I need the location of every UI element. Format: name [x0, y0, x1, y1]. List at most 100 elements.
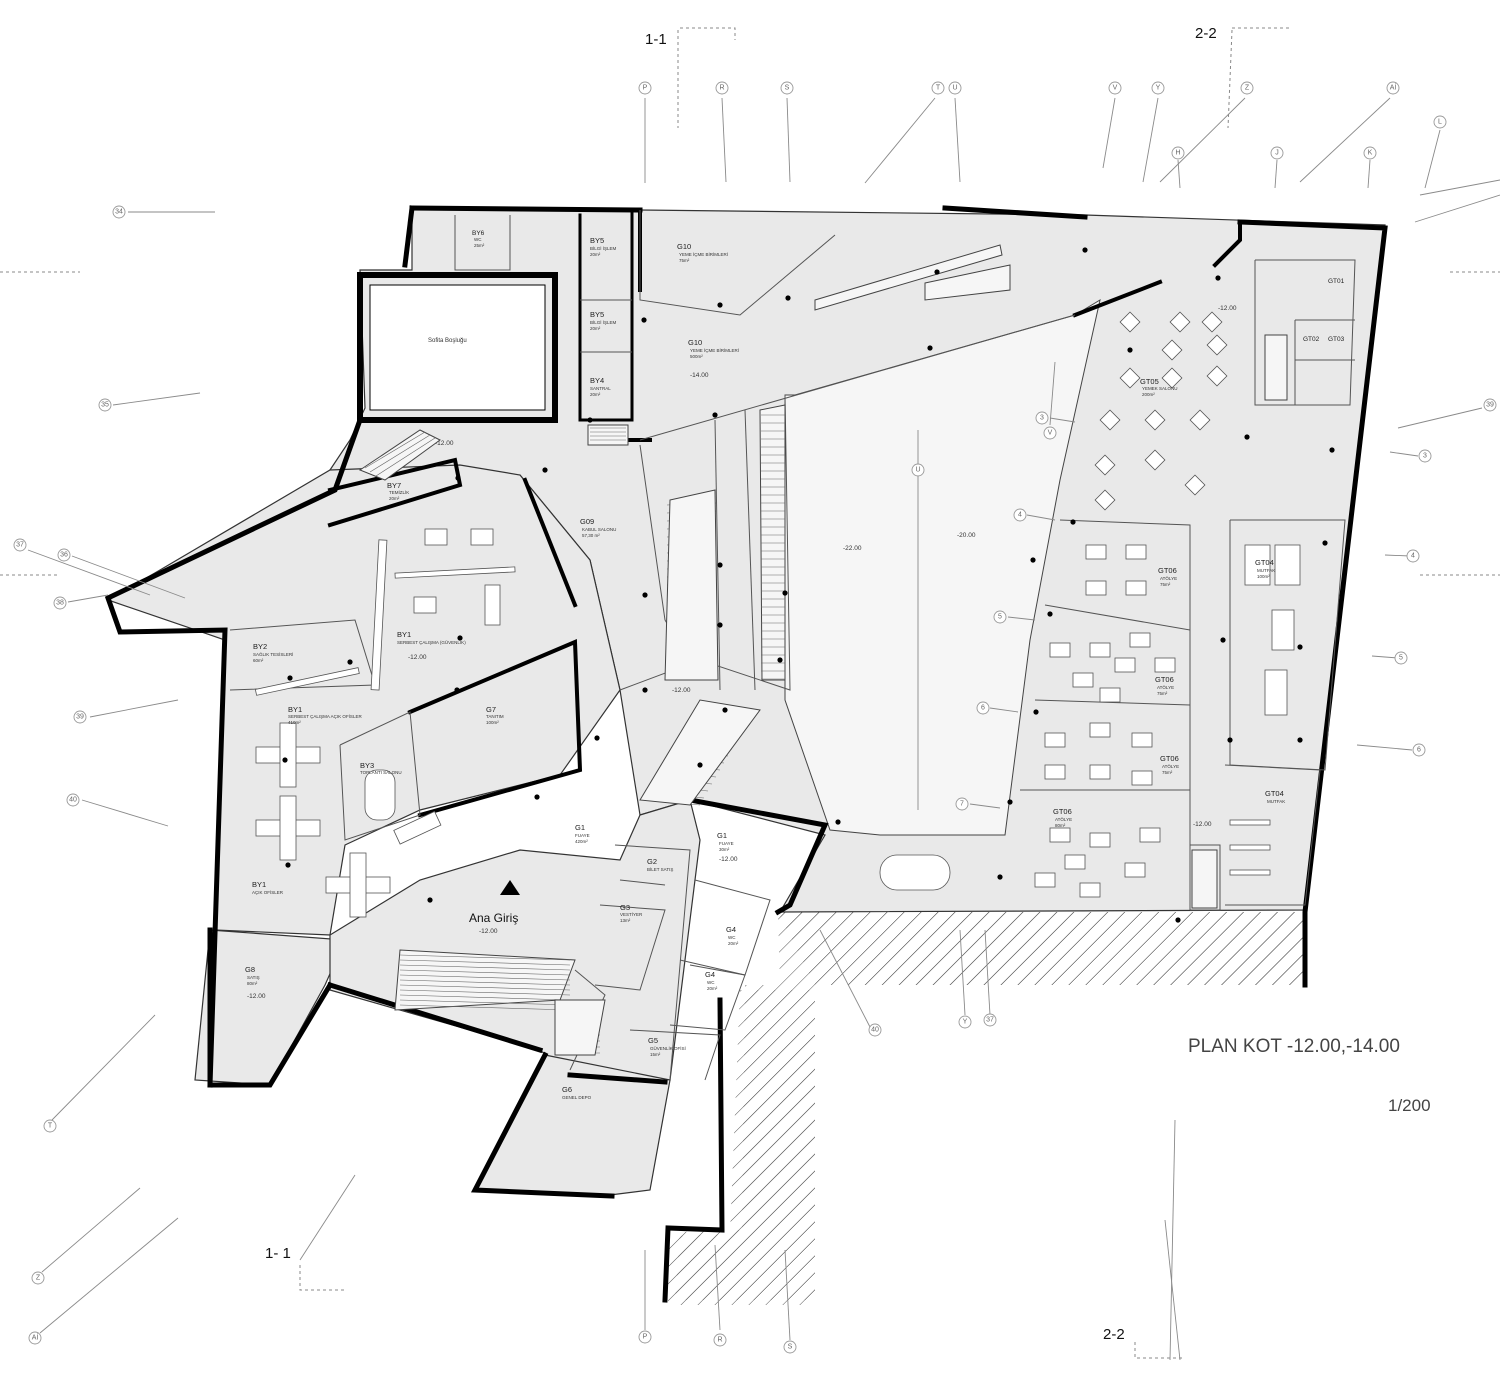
grid-label-text: S: [788, 1344, 793, 1351]
grid-label-text: 37: [986, 1017, 994, 1024]
level-annotations: -14.00 -12.00 -12.00 -12.00 -12.00 -12.0…: [247, 305, 1237, 1000]
column-dot: [1329, 447, 1335, 453]
atelier-table: [1085, 544, 1107, 560]
grid-label-p-bot: P: [638, 1330, 652, 1344]
room-gt06a-sub: ATÖLYE: [1160, 575, 1177, 581]
column-dot: [997, 874, 1003, 880]
room-g4b-area: 20m²: [707, 986, 718, 991]
column-dot: [1070, 519, 1076, 525]
grid-label-y-top: Y: [1151, 81, 1165, 95]
grid-label-text: T: [48, 1123, 53, 1130]
atelier-table: [1089, 722, 1111, 738]
section-1-1-top: 1-1: [645, 31, 667, 48]
grid-label-s-top: S: [780, 81, 794, 95]
grid-label-text: H: [1175, 150, 1180, 157]
grid-label-u-top: U: [948, 81, 962, 95]
room-gt04b-name: GT04: [1265, 789, 1284, 798]
grid-label-vi: V: [1043, 426, 1057, 440]
grid-label-text: S: [785, 85, 790, 92]
room-g6-sub: GENEL DEPO: [562, 1095, 592, 1100]
room-g10b-sub: YEME İÇME BİRİMLERİ: [690, 347, 739, 353]
grid-label-text: K: [1368, 150, 1373, 157]
desk-cluster: [279, 722, 297, 788]
room-by5a-sub: BİLGİ İŞLEM: [590, 245, 617, 251]
column-dot: [641, 317, 647, 323]
entrance-arrow-icon: [500, 880, 520, 895]
room-by3-sub: TOPLANTI SALONU: [360, 770, 402, 775]
room-g10a-sub: YEME İÇME BİRİMLERİ: [679, 251, 728, 257]
grid-label-yb: Y: [958, 1015, 972, 1029]
column-dot: [1297, 737, 1303, 743]
room-gt05-sub: YEMEK SALONU: [1142, 386, 1178, 391]
atelier-table: [1072, 672, 1094, 688]
plan-scale: 1/200: [1388, 1096, 1431, 1115]
atelier-table: [1114, 657, 1136, 673]
atelier-table: [1049, 642, 1071, 658]
column-dot: [934, 269, 940, 275]
room-by7-name: BY7: [387, 481, 401, 490]
room-g1b-name: G1: [717, 831, 727, 840]
grid-label-n6r: 6: [1412, 743, 1426, 757]
atelier-table: [1125, 544, 1147, 560]
grid-label-n6i: 6: [976, 701, 990, 715]
room-by2-area: 60m²: [253, 658, 264, 663]
column-dot: [1244, 434, 1250, 440]
room-gt06c-name: GT06: [1160, 754, 1179, 763]
grid-label-ui: U: [911, 463, 925, 477]
room-gt04a-name: GT04: [1255, 558, 1274, 567]
grid-label-p-top: P: [638, 81, 652, 95]
room-g10b-name: G10: [688, 338, 702, 347]
room-by1c-sub: AÇIK OFİSLER: [252, 889, 284, 895]
column-dot: [642, 687, 648, 693]
grid-label-text: 6: [1417, 747, 1421, 754]
grid-label-text: J: [1275, 150, 1279, 157]
cafe-table: [1094, 489, 1116, 511]
column-dot: [594, 735, 600, 741]
grid-label-n5i: 5: [993, 610, 1007, 624]
room-by1c-name: BY1: [252, 880, 266, 889]
grid-label-n35: 35: [98, 398, 112, 412]
grid-label-ai-top: Aİ: [1386, 81, 1400, 95]
level-12-upper: -12.00: [435, 440, 454, 447]
room-g1a-area: 420m²: [575, 839, 588, 844]
grid-label-text: U: [952, 85, 957, 92]
cafe-table: [1184, 474, 1206, 496]
room-g10a-name: G10: [677, 242, 691, 251]
grid-label-v-top: V: [1108, 81, 1122, 95]
grid-label-ai-bl: Aİ: [28, 1331, 42, 1345]
column-dot: [717, 302, 723, 308]
room-by2-name: BY2: [253, 642, 267, 651]
column-dot: [457, 635, 463, 641]
grid-label-text: 3: [1423, 453, 1427, 460]
grid-label-t-bl: T: [43, 1119, 57, 1133]
grid-label-n4r: 4: [1406, 549, 1420, 563]
grid-label-n36: 36: [57, 548, 71, 562]
atelier-table: [1085, 580, 1107, 596]
outer-walls: [104, 205, 1388, 1303]
grid-label-n4i: 4: [1013, 508, 1027, 522]
level-12-by: -12.00: [408, 654, 427, 661]
atelier-table: [1139, 827, 1161, 843]
stairs: [358, 244, 1288, 1056]
grid-label-text: 38: [56, 600, 64, 607]
grid-label-text: 5: [1399, 655, 1403, 662]
room-by1b-sub: SERBEST ÇALIŞMA AÇIK OFİSLER: [288, 713, 362, 719]
room-gt05-area: 200m²: [1142, 392, 1155, 397]
column-dot: [347, 659, 353, 665]
column-dot: [722, 707, 728, 713]
room-g2-name: G2: [647, 857, 657, 866]
section-markers: 1-1 2-2 1- 1 2-2: [265, 25, 1290, 1359]
grid-label-text: 6: [981, 705, 985, 712]
desk-cluster: [349, 852, 367, 918]
room-gt04b-sub: MUTFAK: [1267, 799, 1285, 804]
grid-label-n5r: 5: [1394, 651, 1408, 665]
column-dot: [285, 862, 291, 868]
atelier-table: [1124, 862, 1146, 878]
column-dot: [785, 295, 791, 301]
room-g8-sub: SATIŞ: [247, 975, 260, 980]
furniture: [254, 284, 1301, 918]
title-block: PLAN KOT -12.00,-14.00 1/200: [1188, 1036, 1431, 1115]
grid-label-text: 5: [998, 614, 1002, 621]
entrance-name: Ana Giriş: [469, 911, 518, 925]
